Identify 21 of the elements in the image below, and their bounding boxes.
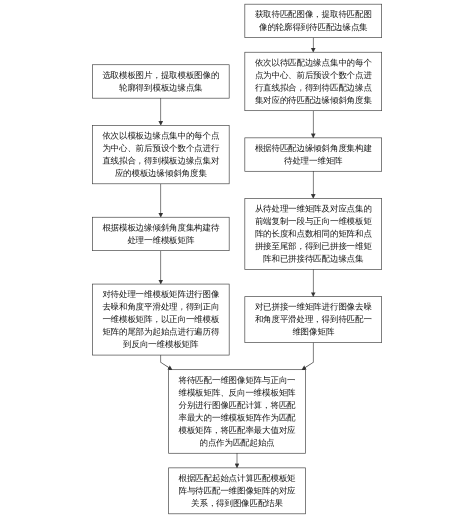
arrow (310, 269, 316, 297)
arrow (158, 98, 164, 126)
node-box: 获取待匹配图像，提取待匹配图像的轮廓得到待匹配边缘点集 (244, 4, 382, 38)
node-box: 根据匹配起始点计算匹配模板矩阵与待匹配一维图像矩阵的对应关系，得到图像匹配结果 (168, 468, 306, 514)
node-box: 依次以模板边缘点集中的每个点为中心、前后预设个数个点进行直线拟合，得到模板边缘点集对应的模板边缘倾斜角度集 (92, 125, 230, 184)
node-box: 依次以待匹配边缘点集中的每个点为中心、前后预设个数个点进行直线拟合，得到待匹配边缘点集对应的待匹配边缘倾斜角度集 (244, 52, 382, 112)
arrow (160, 354, 172, 370)
arrow (310, 170, 316, 199)
arrow (310, 110, 316, 138)
arrow (310, 37, 316, 52)
node-box: 根据待匹配边缘倾斜角度集构建待处理一维矩阵 (244, 138, 382, 172)
node-box: 对待处理一维模板矩阵进行图像去噪和角度平滑处理，得到正向一维模板矩阵，以正向一维模板矩阵的尾部为起始点进行遍历得到反向一维模板矩阵 (92, 284, 230, 356)
node-box: 选取模板图片，提取模板图像的轮廓得到模板边缘点集 (92, 64, 230, 98)
arrow (302, 342, 314, 370)
node-box: 从待处理一维矩阵及对应点集的前端复制一段与正向一维模板矩阵的长度和点数相同的矩阵和点拼接至尾部，得到已拼接一维矩阵和已拼接待匹配边缘点集 (244, 198, 382, 270)
arrow (158, 184, 164, 218)
arrow (234, 452, 240, 468)
node-box: 对已拼接一维矩阵进行图像去噪和角度平滑处理，得到待匹配一维图像矩阵 (244, 296, 382, 343)
node-box: 根据模板边缘倾斜角度集构建待处理一维模板矩阵 (92, 216, 230, 251)
arrow (158, 250, 164, 284)
node-box: 将待匹配一维图像矩阵与正向一维模板矩阵、反向一维模板矩阵分别进行图像匹配计算，将匹配率最大的一维模板矩阵作为匹配模板矩阵，将匹配率最大值对应的点作为匹配起始点 (168, 369, 306, 454)
